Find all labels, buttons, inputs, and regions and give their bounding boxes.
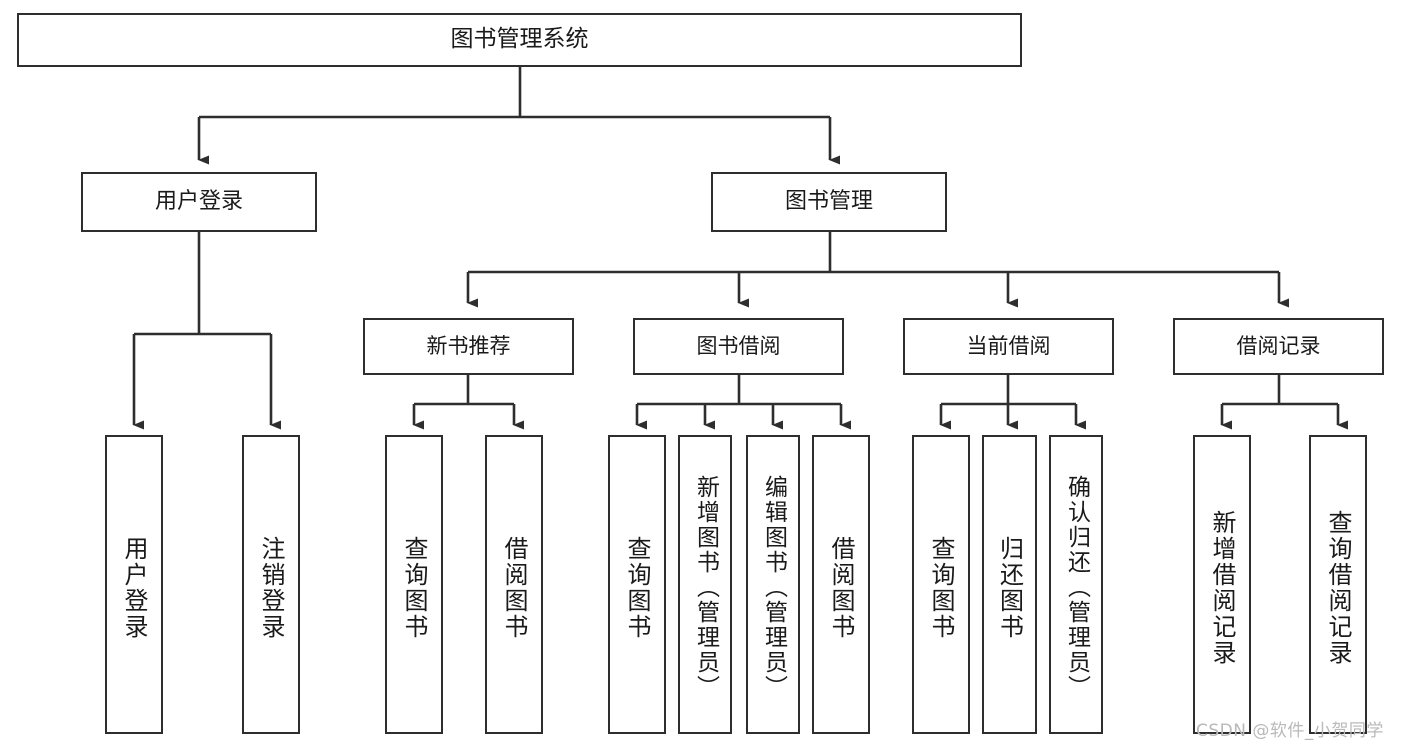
leaf-current-borrow-query-book-label: 查询图书 xyxy=(927,535,955,640)
node-current-borrow-label: 当前借阅 xyxy=(966,334,1051,359)
leaf-user-login-login[interactable]: 用户登录 xyxy=(105,435,163,734)
node-root-label: 图书管理系统 xyxy=(450,26,589,53)
node-borrow-record[interactable]: 借阅记录 xyxy=(1173,318,1384,375)
node-user-login[interactable]: 用户登录 xyxy=(81,172,317,232)
node-book-management-label: 图书管理 xyxy=(784,189,873,215)
leaf-book-borrow-borrow-book-label: 借阅图书 xyxy=(827,535,855,640)
leaf-book-borrow-query-book[interactable]: 查询图书 xyxy=(608,435,666,734)
leaf-book-borrow-query-book-label: 查询图书 xyxy=(623,535,651,640)
leaf-new-book-borrow-book-label: 借阅图书 xyxy=(500,535,528,640)
leaf-current-borrow-confirm-return-admin[interactable]: 确认归还（管理员） xyxy=(1049,435,1103,734)
node-root-book-management-system[interactable]: 图书管理系统 xyxy=(17,13,1022,67)
leaf-borrow-record-add-record-label: 新增借阅记录 xyxy=(1208,509,1236,666)
leaf-user-login-login-label: 用户登录 xyxy=(120,535,148,640)
node-borrow-record-label: 借阅记录 xyxy=(1236,334,1321,359)
leaf-user-login-logout-label: 注销登录 xyxy=(257,535,285,640)
leaf-user-login-logout[interactable]: 注销登录 xyxy=(242,435,300,734)
node-book-borrow[interactable]: 图书借阅 xyxy=(633,318,844,375)
leaf-new-book-query-book-label: 查询图书 xyxy=(400,535,428,640)
leaf-current-borrow-return-book[interactable]: 归还图书 xyxy=(982,435,1037,734)
leaf-book-borrow-add-book-admin[interactable]: 新增图书（管理员） xyxy=(678,435,732,734)
leaf-borrow-record-query-record-label: 查询借阅记录 xyxy=(1324,509,1352,666)
node-new-book-recommend-label: 新书推荐 xyxy=(426,334,511,359)
leaf-current-borrow-return-book-label: 归还图书 xyxy=(995,535,1024,640)
leaf-book-borrow-borrow-book[interactable]: 借阅图书 xyxy=(812,435,870,734)
node-user-login-label: 用户登录 xyxy=(154,189,243,215)
leaf-borrow-record-query-record[interactable]: 查询借阅记录 xyxy=(1309,435,1367,734)
node-new-book-recommend[interactable]: 新书推荐 xyxy=(363,318,574,375)
leaf-borrow-record-add-record[interactable]: 新增借阅记录 xyxy=(1193,435,1251,734)
leaf-current-borrow-confirm-return-admin-label: 确认归还（管理员） xyxy=(1063,475,1090,700)
node-book-borrow-label: 图书借阅 xyxy=(696,334,781,359)
leaf-book-borrow-edit-book-admin-label: 编辑图书（管理员） xyxy=(760,475,787,700)
leaf-book-borrow-add-book-admin-label: 新增图书（管理员） xyxy=(692,475,719,700)
node-book-management[interactable]: 图书管理 xyxy=(711,172,947,232)
leaf-new-book-borrow-book[interactable]: 借阅图书 xyxy=(485,435,543,734)
node-current-borrow[interactable]: 当前借阅 xyxy=(903,318,1114,375)
leaf-new-book-query-book[interactable]: 查询图书 xyxy=(385,435,443,734)
leaf-current-borrow-query-book[interactable]: 查询图书 xyxy=(912,435,970,734)
leaf-book-borrow-edit-book-admin[interactable]: 编辑图书（管理员） xyxy=(746,435,800,734)
